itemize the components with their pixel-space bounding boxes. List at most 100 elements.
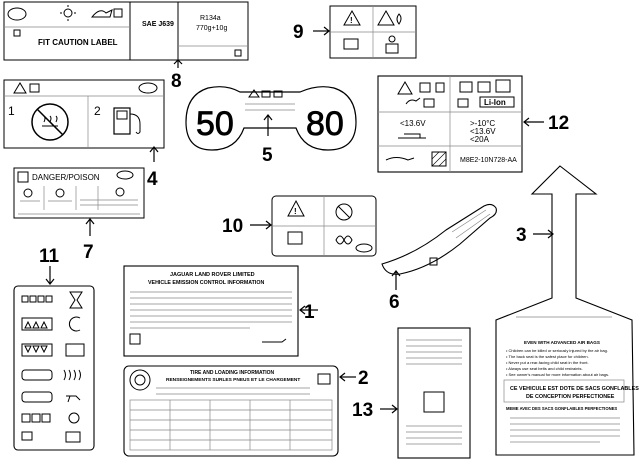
callout-7: 7 (83, 242, 94, 263)
manual-icon (287, 231, 303, 245)
danger-poison-text: DANGER/POISON (32, 173, 100, 182)
battery-top-icon (495, 79, 511, 93)
oil-can-icon (90, 9, 113, 18)
icon (115, 187, 125, 197)
label-7-danger-poison: DANGER/POISON 7 (13, 167, 145, 263)
manual-icon (273, 90, 283, 98)
charge-text: 770g+10g (196, 25, 227, 32)
manual-icon (29, 83, 40, 93)
symbol-row (21, 412, 80, 424)
symbol-row (21, 343, 85, 357)
battery-icon (423, 98, 435, 108)
label-10-airbag-warning: ! 10 (222, 195, 377, 257)
label-3-airbag-info: EVEN WITH ADVANCED AIR BAGS • Children c… (495, 165, 639, 456)
tire-icon (129, 369, 151, 391)
svg-text:!: ! (294, 207, 297, 216)
emission-title-1: JAGUAR LAND ROVER LIMITED (170, 272, 255, 278)
battery-icon (459, 81, 473, 93)
tire-title-2: RENSEIGNEMENTS SURLES PNEUS ET LE CHARGE… (166, 377, 300, 383)
checkbox-icon (234, 49, 242, 57)
step-number: 2 (94, 104, 101, 118)
symbol-row (21, 391, 81, 403)
airbag-icon (335, 235, 353, 245)
voltage-high-text: <13.6V (470, 127, 496, 136)
airbag-warning-line: • The back seat is the safest place for … (506, 354, 589, 359)
fire-icon (377, 9, 395, 26)
sae-text: SAE J639 (142, 21, 174, 28)
warning-triangle-icon (287, 199, 305, 217)
icon (55, 188, 65, 198)
label-8-ac-caution: FIT CAUTION LABEL SAE J639 R134a 770g+10… (3, 1, 249, 92)
child-icon (435, 82, 445, 93)
center-square-icon (423, 391, 445, 413)
cable-icon (385, 157, 415, 161)
symbol-row (21, 291, 83, 309)
gauge-icon (113, 8, 123, 18)
voltage-low-text: <13.6V (400, 119, 426, 128)
callout-4: 4 (147, 169, 158, 190)
label-5-speed-limit: 50 80 5 (185, 86, 357, 166)
airbag-warning-line: • See owner's manual for more informatio… (506, 372, 609, 377)
recycle-icon (477, 81, 491, 93)
french-line-2: DE CONCEPTION PERFECTIONEE (526, 394, 615, 400)
battery-icon (457, 98, 469, 108)
battery-icon (65, 431, 81, 443)
refrigerant-text: R134a (200, 15, 221, 22)
checkbox-icon (429, 257, 438, 266)
emission-title-2: VEHICLE EMISSION CONTROL INFORMATION (148, 280, 265, 286)
label-12-battery: Li-Ion <13.6V >-10°C <13.6V <20A M8E2-10… (377, 75, 569, 173)
oval-icon (138, 82, 158, 94)
fit-caution-text: FIT CAUTION LABEL (38, 38, 118, 47)
airbag-warning-line: • Always use seat belts and child restra… (506, 366, 583, 371)
callout-12: 12 (548, 113, 569, 134)
airbag-title: EVEN WITH ADVANCED AIR BAGS (524, 340, 600, 345)
symbol-row (21, 316, 81, 332)
symbol-row (21, 431, 81, 443)
vehicle-outline-icon (262, 338, 287, 343)
label-1-emission-control: JAGUAR LAND ROVER LIMITED VEHICLE EMISSI… (123, 265, 318, 357)
speed-50-text: 50 (196, 105, 234, 143)
c-symbol-icon (68, 316, 81, 332)
symbol-row (21, 369, 81, 381)
speed-80-text: 80 (306, 105, 344, 143)
checkbox-icon (13, 29, 21, 37)
battery-icon (65, 343, 85, 357)
plug-icon (66, 395, 81, 403)
label-13-panel: 13 (352, 327, 471, 459)
checkbox-icon (129, 333, 141, 345)
warning-triangle-icon (397, 81, 413, 95)
part-number-text: M8E2-10N728-AA (460, 157, 517, 164)
label-11-symbols: 11 (13, 246, 95, 451)
warning-triangle-icon (343, 9, 361, 26)
hourglass-icon (69, 291, 83, 309)
french-line-3: MEME AVEC DES SACS GONFLABLES PERFECTION… (506, 406, 617, 411)
step-number: 1 (8, 104, 15, 118)
callout-5: 5 (262, 145, 273, 166)
checkbox-icon (317, 373, 331, 385)
manual-icon (343, 38, 359, 50)
no-child-seat-icon (335, 203, 353, 221)
sun-icon (60, 5, 76, 21)
label-4-fuel-caution: 1 2 4 (3, 79, 165, 190)
callout-6: 6 (389, 292, 400, 313)
warning-triangle-icon (248, 89, 260, 98)
no-heater-icon (31, 103, 69, 141)
callout-10: 10 (222, 216, 243, 237)
label-6-strip: 6 (381, 203, 497, 313)
callout-9: 9 (293, 22, 304, 43)
label-9-warning: ! 9 (293, 5, 417, 59)
manual-icon (419, 82, 431, 93)
warning-triangle-icon (13, 82, 27, 94)
li-ion-text: Li-Ion (484, 98, 506, 107)
oval-icon (355, 243, 373, 253)
vehicle-icon (398, 133, 426, 139)
fuel-pump-icon (113, 107, 141, 135)
icon (23, 188, 33, 198)
callout-13: 13 (352, 400, 373, 421)
callout-2: 2 (358, 368, 369, 389)
person-icon (388, 35, 396, 43)
hand-icon (405, 97, 421, 105)
airbag-warning-line: • Children can be killed or seriously in… (506, 348, 608, 353)
label-2-tire-loading: TIRE AND LOADING INFORMATION RENSEIGNEME… (123, 365, 369, 457)
